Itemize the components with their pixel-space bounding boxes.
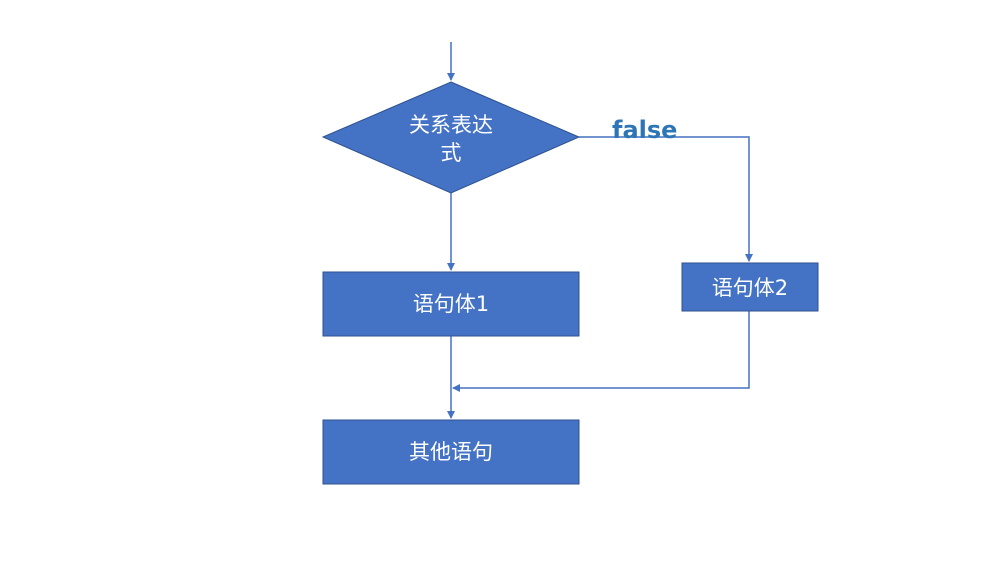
condition-diamond	[321, 81, 581, 194]
other-box	[322, 419, 580, 485]
body1-box	[322, 271, 580, 337]
body2-merge-arrow	[452, 311, 750, 392]
false-branch-arrow	[579, 136, 753, 262]
false-label: false	[612, 116, 677, 144]
body2-box	[681, 262, 819, 312]
condition-text-line1: 关系表达	[409, 113, 493, 137]
body2-text: 语句体2	[712, 276, 788, 300]
condition-text-line2: 式	[441, 141, 462, 165]
body1-text: 语句体1	[413, 292, 489, 316]
other-text: 其他语句	[409, 440, 493, 464]
